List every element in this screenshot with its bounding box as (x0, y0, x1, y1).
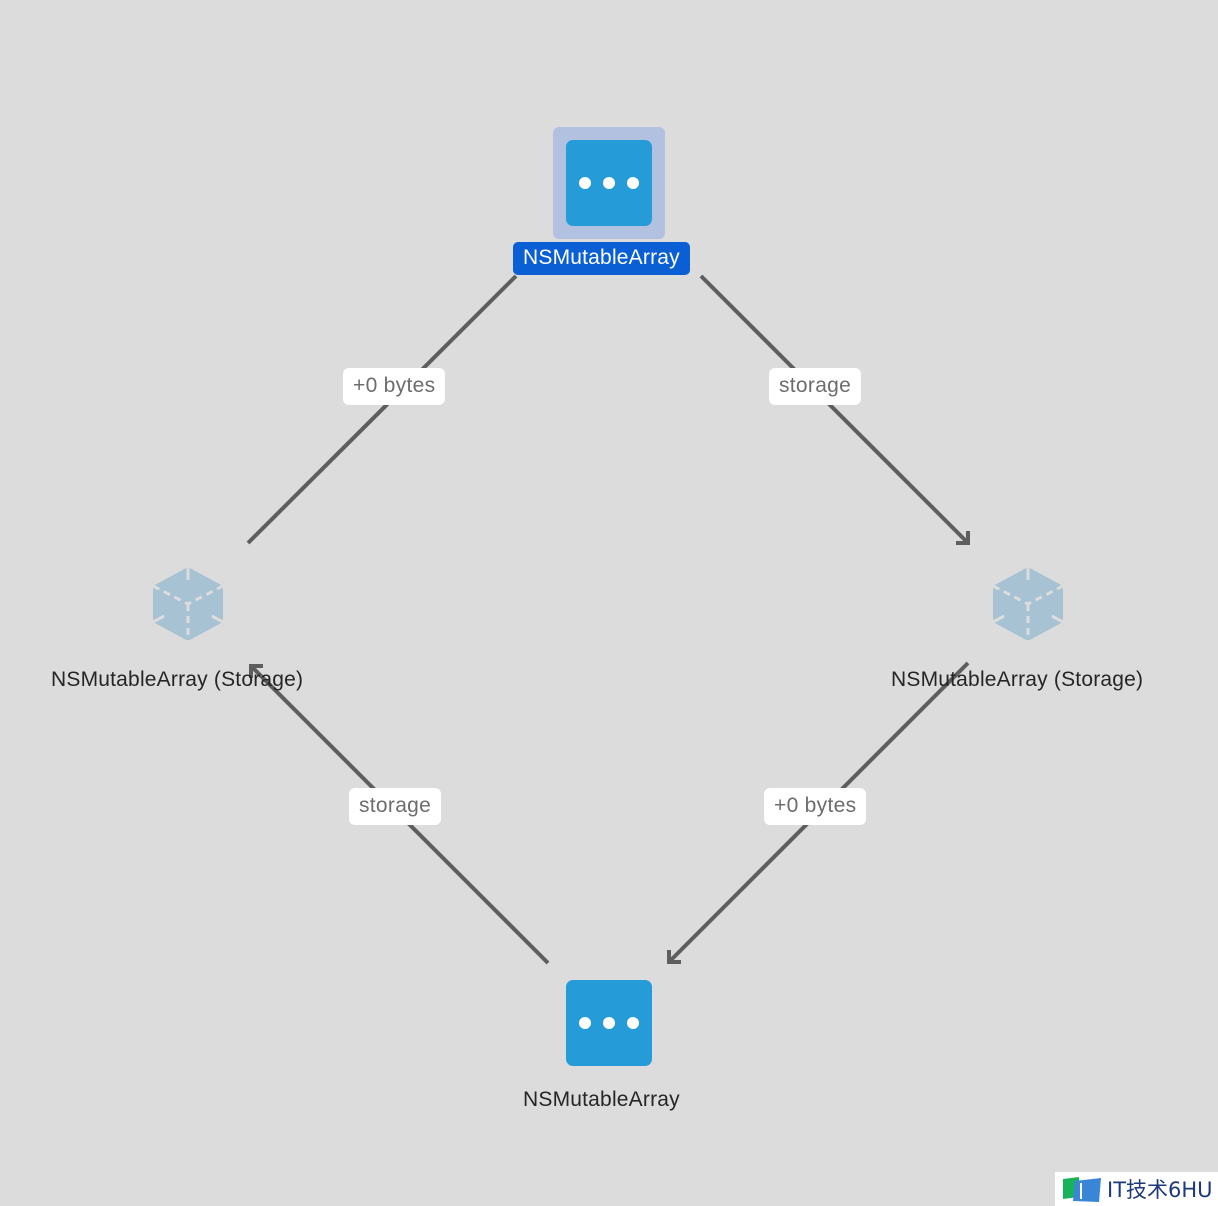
node-left-label[interactable]: NSMutableArray (Storage) (51, 668, 304, 691)
node-right-label[interactable]: NSMutableArray (Storage) (891, 668, 1144, 691)
node-top-icon[interactable] (553, 127, 665, 239)
edge-label-left-top: +0 bytes (343, 368, 446, 405)
book-logo-icon (1063, 1177, 1101, 1202)
cube-icon[interactable] (991, 565, 1065, 643)
cube-icon[interactable] (151, 565, 225, 643)
node-bottom-label[interactable]: NSMutableArray (523, 1088, 680, 1111)
arrowhead (667, 950, 681, 964)
arrowhead (956, 531, 970, 545)
edge-top-right[interactable] (699, 274, 970, 545)
arrowhead (249, 664, 263, 678)
edge-left-top[interactable] (246, 274, 518, 545)
watermark-text: IT技术6HU (1107, 1178, 1213, 1202)
edge-label-right-bottom: +0 bytes (764, 788, 867, 825)
edge-label-bottom-left: storage (349, 788, 442, 825)
edge-label-top-right: storage (769, 368, 862, 405)
node-bottom-icon[interactable] (566, 980, 652, 1066)
watermark: IT技术6HU (1055, 1172, 1218, 1206)
node-top-label[interactable]: NSMutableArray (513, 242, 690, 275)
